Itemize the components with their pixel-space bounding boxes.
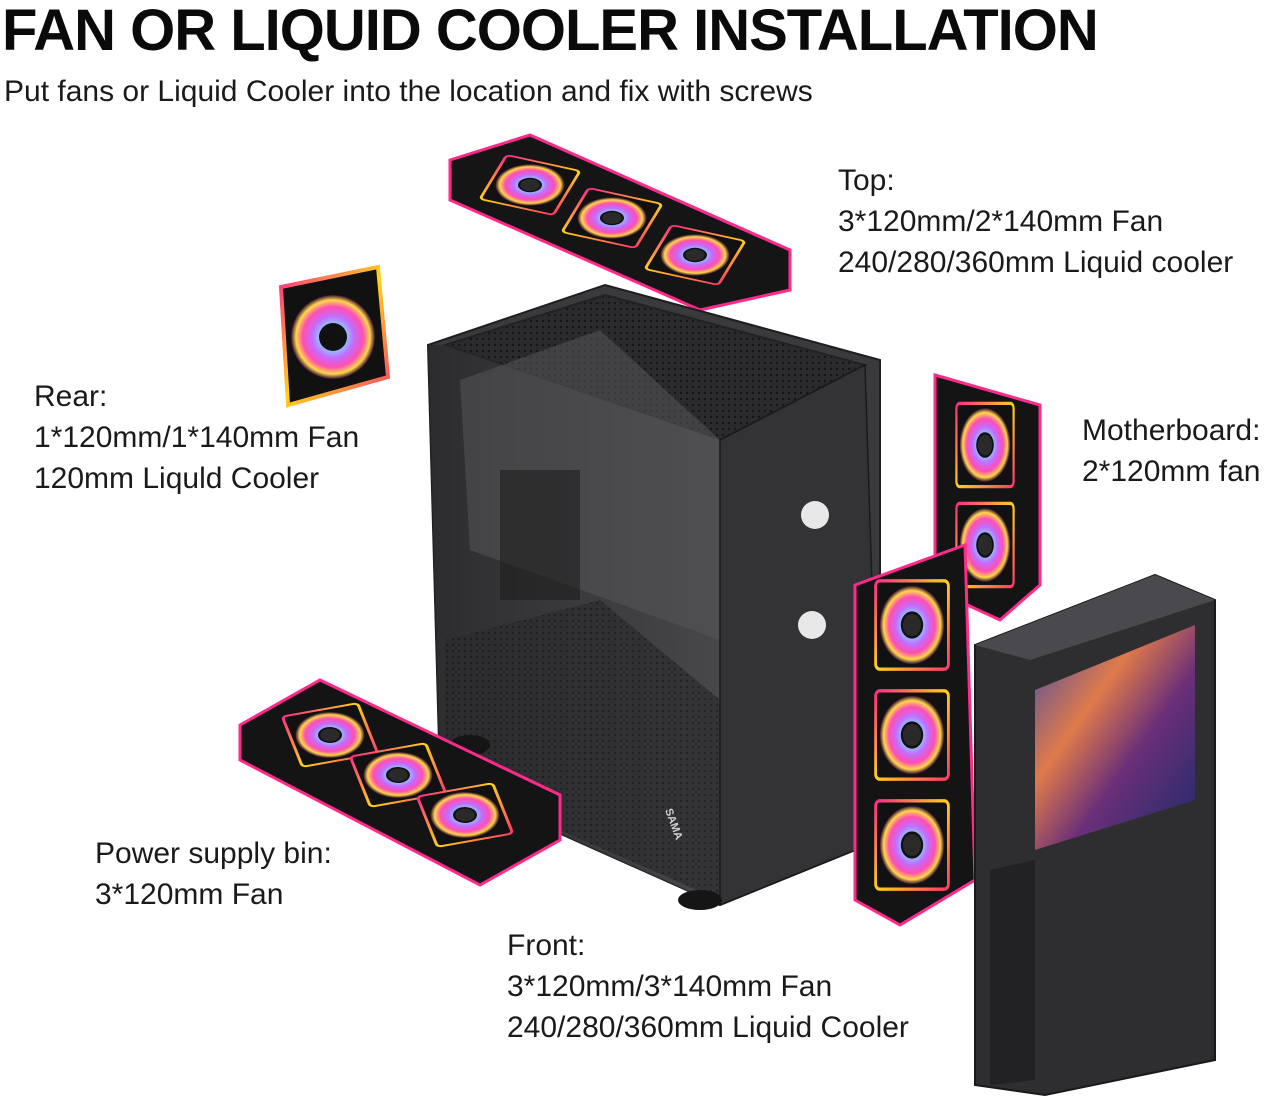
rear-fan: [278, 264, 391, 408]
top-fan-group: [448, 133, 792, 312]
psu-label-heading: Power supply bin:: [95, 837, 332, 870]
psu-fan-group: [238, 678, 562, 887]
front-label-heading: Front:: [507, 929, 586, 962]
top-label: Top: 3*120mm/2*140mm Fan 240/280/360mm L…: [838, 160, 1233, 283]
psu-label-line1: 3*120mm Fan: [95, 878, 284, 911]
top-label-heading: Top:: [838, 164, 895, 197]
rear-label: Rear: 1*120mm/1*140mm Fan 120mm Liquld C…: [34, 376, 359, 499]
psu-label: Power supply bin: 3*120mm Fan: [95, 833, 332, 915]
pc-case: SAMA: [426, 283, 881, 910]
motherboard-label-heading: Motherboard:: [1082, 414, 1261, 447]
rear-label-line1: 1*120mm/1*140mm Fan: [34, 421, 360, 454]
front-panel: [974, 573, 1216, 1097]
rear-label-line2: 120mm Liquld Cooler: [34, 462, 320, 495]
top-label-line1: 3*120mm/2*140mm Fan: [838, 205, 1164, 238]
page-subtitle: Put fans or Liquid Cooler into the locat…: [4, 75, 813, 108]
rear-label-heading: Rear:: [34, 380, 108, 413]
page-title: FAN OR LIQUID COOLER INSTALLATION: [2, 0, 1099, 63]
top-label-line2: 240/280/360mm Liquid cooler: [838, 246, 1234, 279]
front-label-line2: 240/280/360mm Liquid Cooler: [507, 1011, 909, 1044]
motherboard-label-line1: 2*120mm fan: [1082, 455, 1261, 488]
front-fan-group: [853, 542, 977, 927]
motherboard-label: Motherboard: 2*120mm fan: [1082, 410, 1260, 492]
front-label: Front: 3*120mm/3*140mm Fan 240/280/360mm…: [507, 925, 909, 1048]
front-label-line1: 3*120mm/3*140mm Fan: [507, 970, 833, 1003]
